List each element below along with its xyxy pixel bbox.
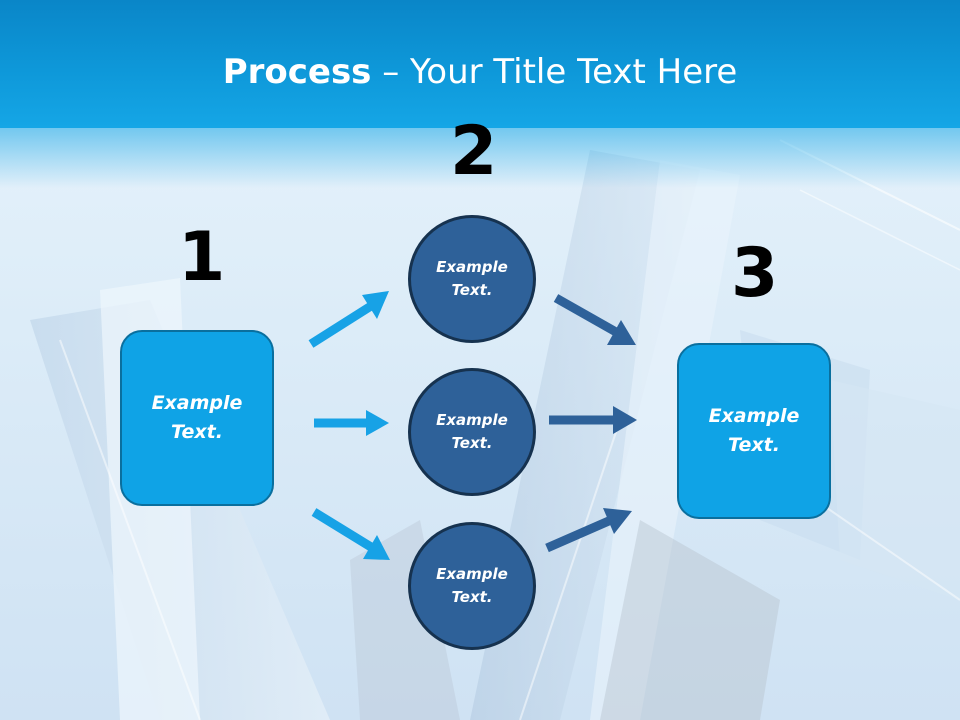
process-circle-middle: Example Text. [408,368,536,496]
step-number-3: 3 [731,234,779,313]
step-number-1: 1 [178,218,226,297]
arrow-bottom-to-right [545,508,632,553]
process-circle-top-label: Example Text. [436,258,508,299]
process-circle-top: Example Text. [408,215,536,343]
arrow-left-to-bottom [311,508,390,560]
slide-title: Process – Your Title Text Here [0,52,960,92]
arrow-left-to-top [308,291,389,348]
process-box-right-label: Example Text. [708,405,800,456]
process-box-right: Example Text. [677,343,831,519]
process-circle-bottom: Example Text. [408,522,536,650]
arrow-left-to-middle [314,410,389,436]
arrow-top-to-right [553,294,636,345]
process-box-left-label: Example Text. [151,392,243,443]
title-bold: Process [222,52,372,92]
title-banner [0,0,960,188]
arrow-middle-to-right [549,406,637,434]
process-circle-middle-label: Example Text. [436,411,508,452]
process-box-left: Example Text. [120,330,274,506]
title-rest: – Your Title Text Here [371,52,738,92]
process-circle-bottom-label: Example Text. [436,565,508,606]
step-number-2: 2 [450,112,498,191]
